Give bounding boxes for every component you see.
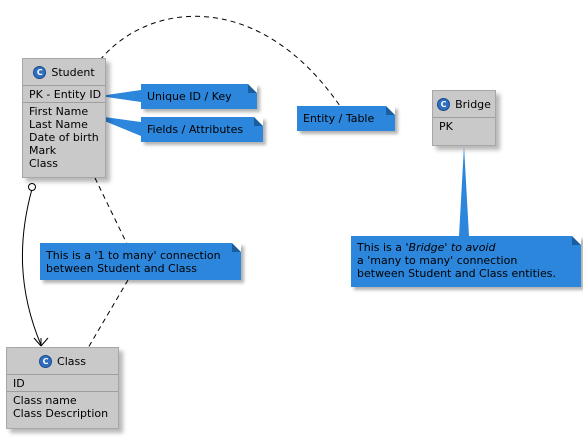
- unique-id-note-text: Unique ID / Key: [147, 90, 232, 103]
- class-pk-section: ID: [7, 375, 118, 392]
- entity-table-note-text: Entity / Table: [303, 112, 375, 125]
- student-entity-header: C Student: [23, 59, 105, 86]
- entity-table-note: Entity / Table: [297, 106, 395, 131]
- bridge-note-pointer: [459, 146, 469, 236]
- bridge-note-line-1-prefix: This is a: [357, 241, 406, 254]
- one-to-many-note-line-1: This is a '1 to many' connection: [46, 249, 221, 262]
- bridge-pk: PK: [439, 120, 453, 133]
- student-pk: PK - Entity ID: [29, 88, 102, 101]
- bridge-note-line-1: This is a 'Bridge' to avoid: [357, 241, 575, 254]
- class-c-icon: C: [39, 354, 53, 368]
- bridge-note-line-3: between Student and Class entities.: [357, 267, 556, 280]
- class-field-name: Class name: [13, 394, 77, 407]
- one-to-many-note-line-2: between Student and Class: [46, 262, 197, 275]
- student-entity[interactable]: C Student PK - Entity ID First Name Last…: [22, 58, 106, 178]
- class-entity-header: C Class: [7, 348, 118, 375]
- unique-id-note-pointer: [100, 90, 141, 102]
- crowfoot-marker: [33, 337, 49, 347]
- bridge-note-line-1-italic: 'Bridge' to avoid: [405, 241, 496, 254]
- student-pk-section: PK - Entity ID: [23, 86, 105, 103]
- bridge-entity-header: C Bridge: [433, 91, 495, 118]
- student-class-relation-line: [21, 188, 42, 346]
- fields-note: Fields / Attributes: [141, 117, 263, 142]
- class-c-icon: C: [437, 97, 451, 111]
- student-field-first-name: First Name: [29, 105, 89, 118]
- class-field-description: Class Description: [13, 407, 109, 420]
- class-entity-name: Class: [57, 354, 86, 368]
- student-entity-name: Student: [51, 65, 95, 79]
- bridge-pk-section: PK: [433, 118, 495, 134]
- student-field-class: Class: [29, 157, 58, 170]
- one-to-many-connector-top: [94, 177, 129, 247]
- one-to-many-note: This is a '1 to many' connection between…: [40, 243, 241, 280]
- student-field-date-of-birth: Date of birth: [29, 131, 99, 144]
- bridge-note: This is a 'Bridge' to avoid a 'many to m…: [351, 236, 581, 287]
- class-fields-section: Class name Class Description: [7, 392, 118, 421]
- one-to-many-connector-bottom: [87, 279, 129, 349]
- class-c-icon: C: [33, 65, 47, 79]
- bridge-entity-name: Bridge: [455, 97, 491, 111]
- fields-note-text: Fields / Attributes: [147, 123, 244, 136]
- class-entity[interactable]: C Class ID Class name Class Description: [6, 347, 119, 429]
- student-fields-section: First Name Last Name Date of birth Mark …: [23, 103, 105, 171]
- zero-one-marker: [28, 183, 36, 191]
- student-field-last-name: Last Name: [29, 118, 88, 131]
- bridge-note-line-2: a 'many to many' connection: [357, 254, 518, 267]
- unique-id-note: Unique ID / Key: [141, 84, 257, 109]
- class-pk: ID: [13, 377, 25, 390]
- entity-note-connector: [99, 15, 341, 107]
- student-field-mark: Mark: [29, 144, 57, 157]
- bridge-entity[interactable]: C Bridge PK: [432, 90, 496, 146]
